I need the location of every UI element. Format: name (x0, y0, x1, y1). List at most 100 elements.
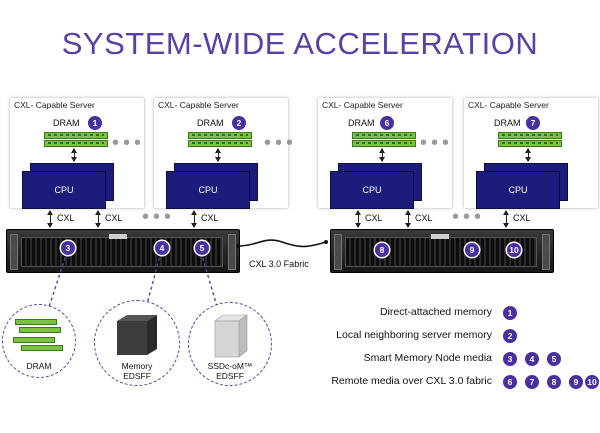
server-card-4: CXL- Capable Server DRAM 7 CPU (464, 98, 598, 209)
ssd-edsff-circle: SSDc-oM™ EDSFF (188, 302, 272, 386)
legend-row-node-media: Smart Memory Node media (300, 352, 492, 366)
legend-text: Remote media over CXL 3.0 fabric (331, 375, 492, 387)
cxl-label: CXL (513, 213, 531, 223)
legend-badge-1: 1 (503, 306, 517, 320)
badge-8: 8 (375, 243, 389, 257)
legend-text: Smart Memory Node media (363, 352, 492, 364)
dram-label: DRAM (494, 118, 521, 128)
dram-label: DRAM (197, 118, 224, 128)
double-arrow-icon (70, 148, 77, 162)
server-label: CXL- Capable Server (322, 100, 403, 110)
cxl-label: CXL (365, 213, 383, 223)
fabric-cable-icon (236, 239, 328, 248)
dram-module-icon (44, 140, 108, 147)
cxl-label: CXL (415, 213, 433, 223)
chassis-handle-icon (10, 234, 18, 270)
media-connector-lines (47, 251, 219, 311)
legend-badge-5: 5 (547, 352, 561, 366)
dram-label: DRAM (348, 118, 375, 128)
cpu-label: CPU (198, 185, 218, 195)
double-arrow-icon (214, 148, 221, 162)
legend-badge-2: 2 (503, 329, 517, 343)
dram-module-icon (13, 337, 55, 343)
cxl-link-arrow-icon (190, 210, 197, 228)
legend-badge-3: 3 (503, 352, 517, 366)
badge-5: 5 (195, 241, 209, 255)
ssd-edsff-label-2: EDSFF (216, 371, 244, 381)
legend-badge-4: 4 (525, 352, 539, 366)
server-card-1: CXL- Capable Server DRAM 1 CPU (10, 98, 144, 209)
dram-media-label: DRAM (26, 361, 52, 371)
chassis-handle-icon (334, 234, 342, 270)
cpu-chip: CPU (166, 171, 250, 209)
ellipsis-icon: ••• (142, 206, 176, 228)
cxl-link-arrow-icon (354, 210, 361, 228)
cxl-link-arrow-icon (404, 210, 411, 228)
dram-module-icon (352, 140, 416, 147)
cxl-link-arrow-icon (46, 210, 53, 228)
chassis-logo-icon (431, 234, 449, 239)
legend-text: Local neighboring server memory (336, 329, 492, 341)
memory-edsff-label-1: Memory (121, 361, 153, 371)
cpu-chip: CPU (22, 171, 106, 209)
chassis-handle-icon (542, 234, 550, 270)
server-card-3: CXL- Capable Server DRAM 6 CPU (318, 98, 452, 209)
legend-badge-9: 9 (569, 375, 583, 389)
ellipsis-icon: ••• (452, 206, 486, 228)
legend-row-neighbor: Local neighboring server memory (300, 329, 492, 343)
dram-module-icon (21, 345, 63, 351)
dram-module-icon (352, 132, 416, 139)
chassis-logo-icon (109, 234, 127, 239)
cpu-label: CPU (54, 185, 74, 195)
cpu-chip: CPU (476, 171, 560, 209)
ssd-edsff-label-1: SSDc-oM™ (207, 361, 253, 371)
badge-4: 4 (155, 241, 169, 255)
double-arrow-icon (524, 148, 531, 162)
dram-module-icon (19, 327, 61, 333)
ellipsis-icon: ••• (112, 132, 146, 154)
dram-media-circle: DRAM (2, 304, 76, 378)
cxl-label: CXL (201, 213, 219, 223)
cxl-label: CXL (105, 213, 123, 223)
cpu-label: CPU (508, 185, 528, 195)
cpu-chip: CPU (330, 171, 414, 209)
legend-badge-8: 8 (547, 375, 561, 389)
legend-badge-10: 10 (585, 375, 599, 389)
server-label: CXL- Capable Server (468, 100, 549, 110)
server-label: CXL- Capable Server (158, 100, 239, 110)
ellipsis-icon: ••• (420, 132, 454, 154)
dram-module-icon (44, 132, 108, 139)
server-card-2: CXL- Capable Server DRAM 2 CPU (154, 98, 288, 209)
cpu-label: CPU (362, 185, 382, 195)
badge-6: 6 (380, 116, 394, 130)
legend-row-direct: Direct-attached memory (300, 306, 492, 320)
memory-edsff-circle: Memory EDSFF (94, 300, 180, 386)
badge-2: 2 (232, 116, 246, 130)
smart-memory-node-left: 3 4 5 (6, 229, 240, 273)
dram-module-icon (188, 140, 252, 147)
legend-badge-7: 7 (525, 375, 539, 389)
memory-edsff-drive-icon (117, 315, 157, 355)
legend-text: Direct-attached memory (379, 306, 492, 318)
cxl-link-arrow-icon (502, 210, 509, 228)
page-title: SYSTEM-WIDE ACCELERATION (61, 26, 539, 61)
legend-row-remote: Remote media over CXL 3.0 fabric (300, 375, 492, 389)
dram-module-icon (15, 319, 57, 325)
legend-badge-6: 6 (503, 375, 517, 389)
server-label: CXL- Capable Server (14, 100, 95, 110)
cxl-label: CXL (57, 213, 75, 223)
badge-7: 7 (526, 116, 540, 130)
ssd-edsff-drive-icon (214, 314, 248, 358)
smart-memory-node-right: 8 9 10 (330, 229, 554, 273)
dram-module-icon (498, 132, 562, 139)
badge-10: 10 (507, 243, 521, 257)
double-arrow-icon (378, 148, 385, 162)
badge-1: 1 (88, 116, 102, 130)
chassis-handle-icon (228, 234, 236, 270)
dram-module-icon (188, 132, 252, 139)
cxl-link-arrow-icon (94, 210, 101, 228)
badge-3: 3 (61, 241, 75, 255)
dram-module-icon (498, 140, 562, 147)
memory-edsff-label-2: EDSFF (123, 371, 151, 381)
ellipsis-icon: ••• (264, 132, 298, 154)
